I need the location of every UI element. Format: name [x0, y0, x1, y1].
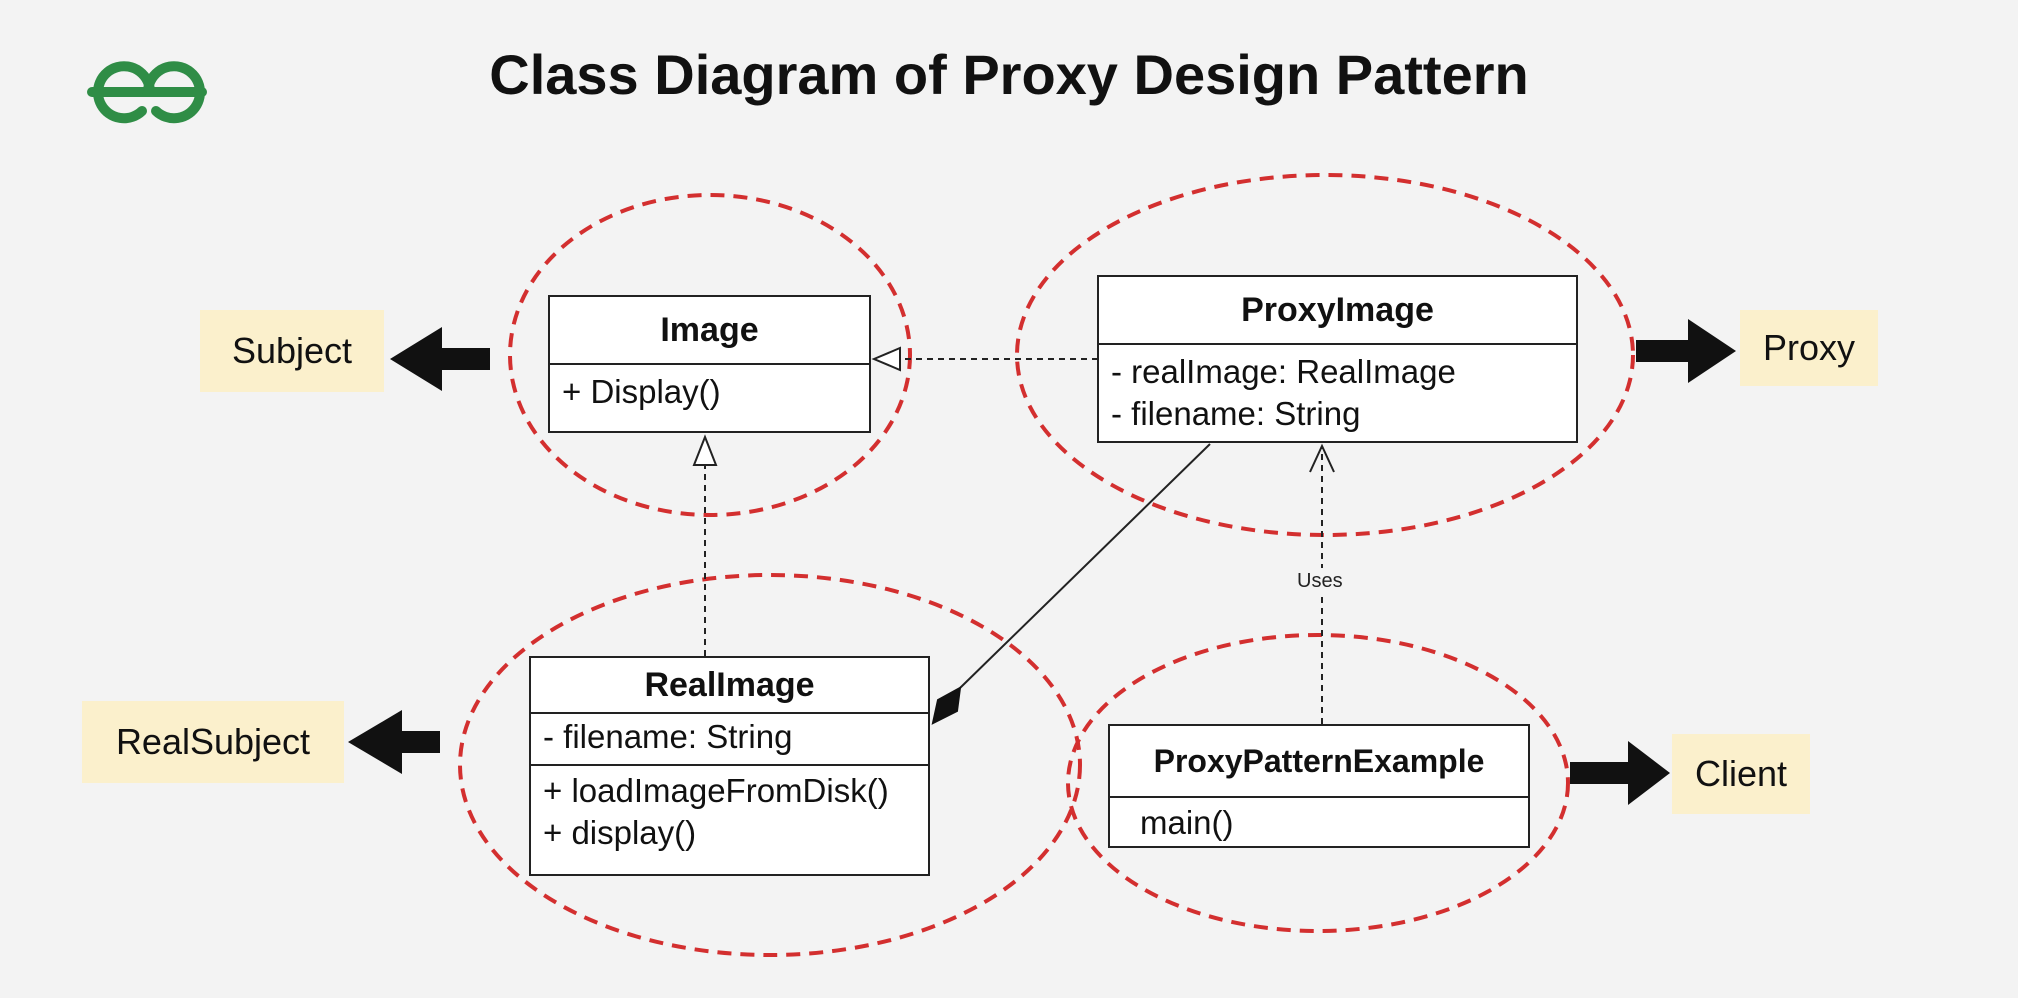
class-image-methods: + Display(): [550, 365, 869, 419]
class-image: Image + Display(): [548, 295, 871, 433]
class-proxypatternexample-method: main(): [1140, 804, 1234, 841]
composition-diamond: [931, 686, 962, 725]
uses-relation-label: Uses: [1293, 568, 1347, 595]
realsubject-pointer-arrow: [348, 710, 440, 774]
class-proxyimage: ProxyImage - realImage: RealImage - file…: [1097, 275, 1578, 443]
class-proxyimage-attribute: - filename: String: [1111, 395, 1361, 432]
proxy-circle: [1015, 173, 1635, 537]
class-proxypatternexample-name: ProxyPatternExample: [1110, 726, 1528, 798]
class-realimage-method: + loadImageFromDisk(): [543, 772, 889, 809]
real-subject-circle: [458, 573, 1082, 957]
role-proxy: Proxy: [1740, 310, 1878, 386]
uses-arrowhead: [1309, 443, 1335, 473]
realimage-implements-arrowhead: [692, 434, 718, 466]
geeksforgeeks-logo: [87, 61, 207, 124]
class-image-method: + Display(): [562, 373, 721, 410]
proxy-pointer-arrow: [1636, 319, 1736, 383]
class-proxypatternexample-methods: main(): [1110, 798, 1528, 848]
class-realimage-attributes: - filename: String: [531, 714, 928, 764]
client-pointer-arrow: [1570, 741, 1670, 805]
role-subject: Subject: [200, 310, 384, 392]
client-circle: [1066, 633, 1570, 933]
class-proxyimage-attributes: - realImage: RealImage - filename: Strin…: [1099, 345, 1576, 441]
diagram-title: Class Diagram of Proxy Design Pattern: [489, 43, 1529, 106]
role-realsubject: RealSubject: [82, 701, 344, 783]
class-proxyimage-name: ProxyImage: [1099, 277, 1576, 345]
class-proxypatternexample: ProxyPatternExample main(): [1108, 724, 1530, 848]
subject-pointer-arrow: [390, 327, 490, 391]
class-proxyimage-attribute: - realImage: RealImage: [1111, 353, 1456, 390]
subject-circle: [508, 193, 912, 517]
class-realimage-method: + display(): [543, 814, 697, 851]
role-client: Client: [1672, 734, 1810, 814]
class-realimage-name: RealImage: [531, 658, 928, 714]
class-realimage-methods: + loadImageFromDisk() + display(): [531, 764, 928, 858]
composition-line: [959, 443, 1211, 689]
class-realimage-attribute: - filename: String: [543, 718, 793, 755]
class-realimage: RealImage - filename: String + loadImage…: [529, 656, 930, 876]
class-image-name: Image: [550, 297, 869, 365]
proxy-implements-arrowhead: [871, 346, 901, 372]
